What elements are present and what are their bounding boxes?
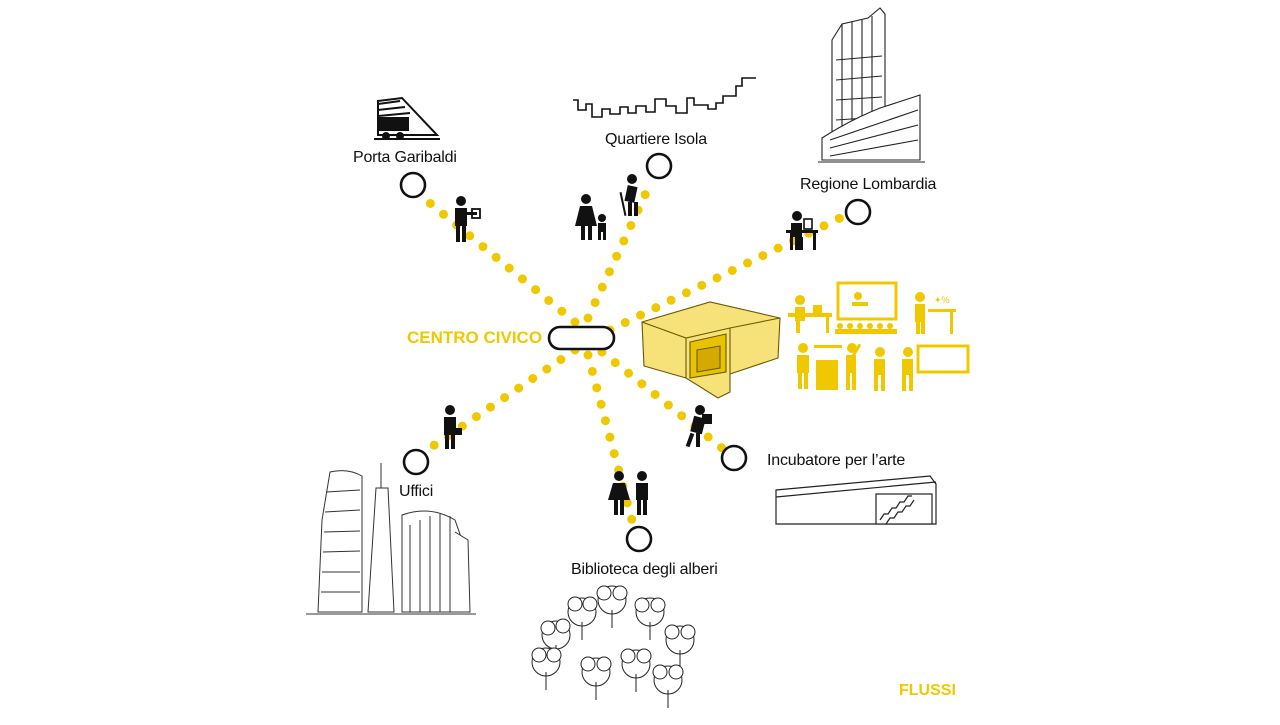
trees-icon [531,585,696,708]
gallery-building-icon [775,475,937,525]
artist-carrying-icon [685,405,712,448]
lab-worker-icon: ✦% [915,292,956,334]
businessman-icon [444,405,462,449]
node-label-porta-garibaldi: Porta Garibaldi [353,149,457,166]
cinema-screen-icon [835,281,898,334]
flow-line-biblioteca [583,350,639,533]
center-pill [547,325,616,351]
tower-building-icon [818,7,925,163]
node-label-quartiere-isola: Quartiere Isola [605,131,707,148]
node-circle-uffici [402,448,430,476]
flow-line-porta-garibaldi [415,190,580,327]
civic-center-building [641,301,781,399]
node-circle-regione-lombardia [844,198,872,226]
reading-person-icon [788,295,832,333]
svg-text:✦%: ✦% [934,295,950,305]
person-icons [444,174,818,515]
flow-line-quartiere-isola [583,175,657,323]
node-label-incubatore: Incubatore per l’arte [767,452,906,469]
node-circle-incubatore [720,444,748,472]
node-label-regione-lombardia: Regione Lombardia [800,176,937,193]
node-circle-quartiere-isola [645,152,673,180]
train-icon [374,96,440,140]
flussi-label: FLUSSI [899,682,956,699]
office-towers-icon [306,463,476,615]
traveler-with-bag-icon [455,196,481,242]
cooking-icon [797,343,842,390]
center-label: CENTRO CIVICO [407,328,543,347]
node-circle-biblioteca [625,525,653,553]
node-circles [399,152,872,553]
couple-walking-icon [608,471,648,515]
activities-icons: ✦% [788,281,970,391]
node-label-biblioteca: Biblioteca degli alberi [571,561,718,578]
performer-icon [874,347,885,391]
dancer-icon [846,343,862,390]
skyline-icon [573,77,756,118]
desk-worker-icon [786,211,818,250]
node-label-uffici: Uffici [399,483,434,500]
family-walking-icon [575,174,638,240]
node-circle-porta-garibaldi [399,171,427,199]
teacher-board-icon [902,344,970,391]
